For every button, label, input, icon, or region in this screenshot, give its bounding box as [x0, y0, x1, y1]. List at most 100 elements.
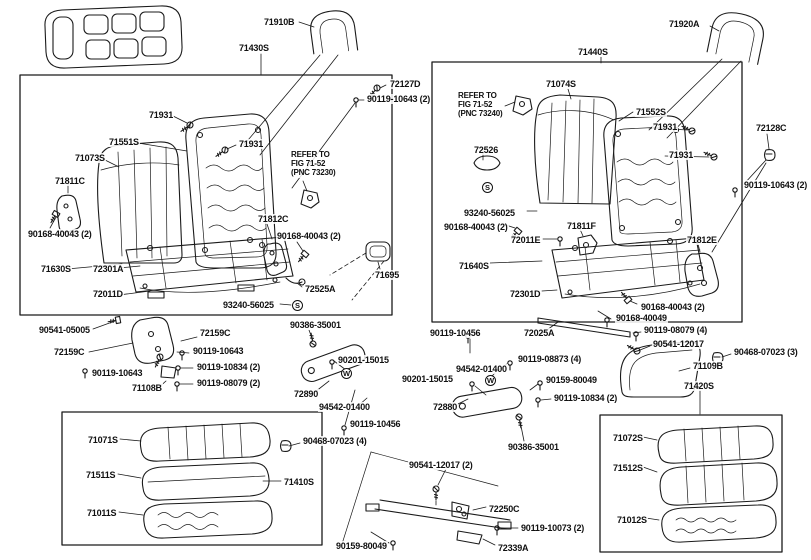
seatback-cushion-left-71073s [97, 141, 183, 264]
bullet-icon [537, 380, 543, 391]
part-label-94542-01400: 94542-01400 [318, 402, 371, 413]
part-label-94542-01400: 94542-01400 [455, 364, 508, 375]
part-label-71072s: 71072S [612, 433, 644, 444]
bullet-icon [82, 368, 88, 379]
part-label-71812c: 71812C [257, 214, 290, 225]
circled-w-symbol: W [485, 375, 496, 386]
armrest-72890 [300, 344, 366, 383]
right-assembly-box [431, 61, 743, 323]
part-label-71931: 71931 [148, 110, 175, 121]
screw-icon [514, 412, 525, 429]
part-label-90541-05005: 90541-05005 [38, 325, 91, 336]
part-label-71073s: 71073S [74, 153, 106, 164]
part-label-71812e: 71812E [686, 235, 718, 246]
part-label-72250c: 72250C [488, 504, 521, 515]
part-label-71012s: 71012S [616, 515, 648, 526]
cushion-71072s [657, 425, 774, 464]
part-label-71511s: 71511S [85, 470, 117, 481]
part-label-90168-40043: 90168-40043 (2) [276, 231, 342, 242]
screw-icon [702, 149, 719, 162]
circled-s-symbol: S [482, 182, 493, 193]
part-label-71920a: 71920A [668, 19, 701, 30]
seat-base-frame-right-71640s [551, 237, 705, 299]
bullet-icon [175, 365, 181, 376]
part-label-90119-08873: 90119-08873 (4) [517, 354, 583, 365]
part-label-90119-08079: 90119-08079 (2) [196, 378, 262, 389]
bottom-left-cushion-box [61, 411, 323, 546]
bullet-icon [507, 360, 513, 371]
bullet-icon [329, 359, 335, 370]
seatback-frame-right-71552s [603, 115, 693, 247]
circled-s-symbol: S [292, 300, 303, 311]
bracket-71812e [684, 252, 719, 297]
part-label-72128c: 72128C [755, 123, 788, 134]
part-label-72890: 72890 [293, 389, 320, 400]
part-label-72301d: 72301D [509, 289, 542, 300]
part-label-90159-80049: 90159-80049 [545, 375, 598, 386]
part-label-90168-40043: 90168-40043 (2) [443, 222, 509, 233]
seat-base-frame-left-71630s [125, 236, 294, 299]
part-label-90119-10643: 90119-10643 (2) [743, 180, 809, 191]
clip-icon [763, 149, 776, 161]
leader-lines [49, 21, 770, 546]
part-label-72525a: 72525A [304, 284, 337, 295]
part-label-90159-80049: 90159-80049 [335, 541, 388, 552]
part-label-90119-10834: 90119-10834 (2) [553, 393, 619, 404]
part-label-90119-10643: 90119-10643 [91, 368, 144, 379]
bottom-right-cushion-box [599, 414, 783, 553]
bolt-icon [618, 289, 633, 305]
part-label-refer: REFER TO FIG 71-52 (PNC 73230) [290, 150, 337, 178]
part-label-71440s: 71440S [577, 47, 609, 58]
screw-icon [625, 342, 642, 356]
bolt-icon [295, 249, 310, 265]
cushion-71012s [661, 504, 777, 543]
part-label-71430s: 71430S [238, 43, 270, 54]
part-label-90119-10073: 90119-10073 (2) [520, 523, 586, 534]
left-assembly-box [19, 74, 393, 316]
pad-71695 [365, 241, 391, 262]
part-label-71910b: 71910B [263, 17, 296, 28]
bullet-icon [469, 381, 475, 392]
part-label-90468-07023: 90468-07023 (3) [733, 347, 799, 358]
part-label-90119-10643: 90119-10643 (2) [366, 94, 432, 105]
part-label-72159c: 72159C [53, 347, 86, 358]
part-label-90119-08079: 90119-08079 (4) [643, 325, 709, 336]
part-label-71074s: 71074S [545, 79, 577, 90]
part-label-71410s: 71410S [283, 477, 315, 488]
part-label-72011d: 72011D [92, 289, 124, 300]
cushion-71011s [143, 500, 273, 539]
headrest-left-71910b [310, 10, 359, 55]
part-label-90168-40043: 90168-40043 (2) [640, 302, 706, 313]
part-label-90168-40049: 90168-40049 [615, 313, 668, 324]
part-label-90119-10643: 90119-10643 [192, 346, 245, 357]
part-label-90119-10456: 90119-10456 [429, 328, 482, 339]
pad-71512s [659, 462, 778, 506]
recliner-latch-73240 [512, 95, 533, 116]
part-label-72880: 72880 [432, 402, 459, 413]
bracket-72159c [131, 316, 175, 364]
part-label-71011s: 71011S [86, 508, 118, 519]
part-label-refer: REFER TO FIG 71-52 (PNC 73240) [457, 91, 504, 119]
part-label-90386-35001: 90386-35001 [507, 442, 560, 453]
part-label-90201-15015: 90201-15015 [401, 374, 454, 385]
part-label-71109b: 71109B [692, 361, 724, 372]
screw-icon [432, 485, 440, 501]
part-label-71551s: 71551S [108, 137, 140, 148]
part-label-72339a: 72339A [497, 543, 530, 554]
part-label-90119-10834: 90119-10834 (2) [196, 362, 262, 373]
part-label-71630s: 71630S [40, 264, 72, 275]
hook-72525a [285, 277, 306, 286]
bullet-icon [390, 540, 396, 551]
part-label-71640s: 71640S [458, 261, 490, 272]
part-label-71512s: 71512S [612, 463, 644, 474]
part-label-90201-15015: 90201-15015 [337, 355, 390, 366]
pad-71511s [141, 462, 270, 501]
part-label-72159c: 72159C [199, 328, 232, 339]
bullet-icon [353, 97, 359, 108]
part-label-71552s: 71552S [635, 107, 667, 118]
part-label-93240-56025: 93240-56025 [463, 208, 516, 219]
seatback-cushion-right-71074s [534, 94, 617, 205]
part-label-72127d: 72127D [389, 79, 422, 90]
